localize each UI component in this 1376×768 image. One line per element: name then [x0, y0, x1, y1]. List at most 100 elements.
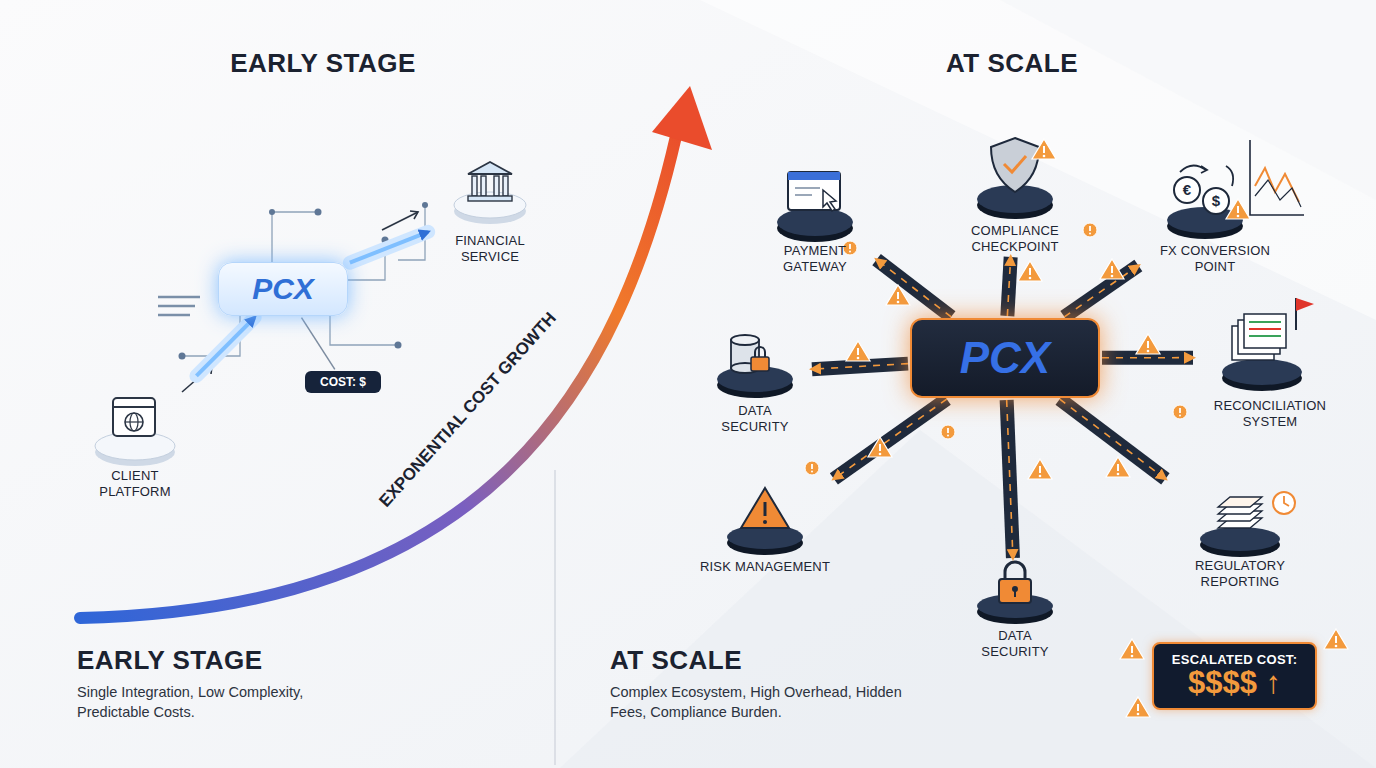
volatility-chart — [1250, 140, 1304, 215]
data-security-icon — [717, 335, 793, 398]
pipe-connector — [1007, 257, 1010, 316]
cost-badge: COST: $ — [305, 371, 381, 393]
glow-core — [196, 317, 254, 375]
warning-sign — [1018, 261, 1042, 281]
pipe-flow — [877, 260, 952, 317]
client-platform-node: CLIENT PLATFORM — [75, 375, 195, 500]
warning-sign — [1100, 259, 1124, 279]
fx-icon — [1167, 165, 1243, 239]
pipe-connector — [1102, 357, 1193, 358]
pipe-flow — [834, 399, 947, 479]
node-label: FX CONVERSION POINT — [1145, 243, 1285, 276]
compliance-icon — [977, 138, 1053, 219]
pipe-body — [812, 364, 908, 370]
financial-service-icon — [454, 162, 526, 224]
data-security-icon — [977, 562, 1053, 624]
flow-arrow — [182, 211, 418, 392]
node-label: PAYMENT GATEWAY — [760, 243, 870, 276]
list-icon — [158, 297, 200, 315]
warning-sign — [1028, 459, 1052, 479]
pipe-connector — [877, 260, 952, 317]
glow-body — [350, 232, 428, 263]
risk-icon — [727, 488, 803, 555]
node-label: CLIENT PLATFORM — [80, 468, 190, 501]
node-label: PCX — [960, 333, 1050, 383]
financial-service-node: FINANCIAL SERVICE — [430, 150, 550, 265]
pipe-body — [1060, 399, 1166, 479]
pipe-flow — [1007, 257, 1010, 316]
warning-sign — [1126, 697, 1150, 717]
divider-line — [554, 470, 556, 765]
pipe-body — [1007, 400, 1013, 558]
warning-sign — [886, 285, 910, 305]
pipe-connector — [1007, 400, 1013, 558]
warning-sign — [1136, 334, 1160, 354]
payment-gateway-icon — [777, 172, 853, 242]
warning-sign — [1226, 199, 1250, 219]
risk-node: RISK MANAGEMENT — [690, 480, 840, 575]
warning-sign — [868, 437, 892, 457]
glow-body — [196, 317, 254, 375]
reconciliation-node: RECONCILIATION SYSTEM — [1195, 285, 1345, 430]
thin-line — [302, 318, 335, 370]
node-label: COST: $ — [320, 375, 366, 389]
client-platform-icon — [95, 398, 175, 466]
warning-sign — [846, 341, 870, 361]
glow-connector — [196, 317, 254, 375]
decor-wires — [182, 205, 425, 356]
node-label: PCX — [252, 272, 314, 306]
pipe-connector — [812, 364, 908, 370]
alert-dot — [941, 425, 955, 439]
security-node: DATA SECURITY — [960, 560, 1070, 660]
pcx-hub: PCX — [218, 262, 348, 316]
alert-dot — [1083, 223, 1097, 237]
pipe-flow — [1060, 399, 1166, 479]
thin-connector — [302, 318, 335, 370]
pipe-connector — [1064, 266, 1138, 317]
pipe-body — [834, 399, 947, 479]
escalated-cost-badge: ESCALATED COST:$$$$ ↑ — [1152, 642, 1317, 710]
node-label: ESCALATED COST: — [1172, 652, 1298, 667]
node-label: FINANCIAL SERVICE — [435, 233, 545, 266]
regulatory-icon — [1200, 492, 1295, 557]
pipe-flow — [812, 364, 908, 370]
reporting-node: REGULATORY REPORTING — [1165, 480, 1315, 590]
warning-sign — [1032, 139, 1056, 159]
gateway-node: PAYMENT GATEWAY — [755, 150, 875, 275]
pipe-body — [1064, 266, 1138, 317]
bg-facet — [700, 0, 1376, 320]
compliance-node: COMPLIANCE CHECKPOINT — [945, 105, 1085, 255]
pipe-flow — [1064, 266, 1138, 317]
bg-facet — [1000, 0, 1376, 200]
decor-dots — [179, 202, 429, 360]
pipe-connector — [1060, 399, 1166, 479]
pipe-flow — [1102, 357, 1193, 359]
node-value: $$$$ ↑ — [1188, 667, 1281, 700]
alert-dot — [1173, 405, 1187, 419]
reconciliation-icon — [1222, 298, 1314, 391]
pipe-body — [1102, 351, 1193, 365]
warning-sign — [1120, 639, 1144, 659]
node-label: DATA SECURITY — [715, 403, 795, 436]
node-label: RISK MANAGEMENT — [695, 559, 835, 575]
warning-sign — [1324, 629, 1348, 649]
glow-connector — [350, 232, 428, 263]
growth-arrow — [80, 86, 712, 618]
pcx-hub: PCX — [910, 318, 1100, 398]
node-label: COMPLIANCE CHECKPOINT — [950, 223, 1080, 256]
fx-node: FX CONVERSION POINT — [1140, 150, 1290, 275]
bg-facet — [560, 430, 1376, 768]
alert-dot — [805, 461, 819, 475]
pipe-flow — [1007, 400, 1013, 558]
node-label: REGULATORY REPORTING — [1175, 558, 1305, 591]
node-label: RECONCILIATION SYSTEM — [1205, 398, 1335, 431]
pipe-connector — [834, 399, 947, 479]
node-label: DATA SECURITY — [975, 628, 1055, 661]
pipe-body — [877, 260, 952, 317]
glow-core — [350, 232, 428, 263]
pipe-body — [1007, 257, 1010, 316]
security-node: DATA SECURITY — [700, 310, 810, 435]
